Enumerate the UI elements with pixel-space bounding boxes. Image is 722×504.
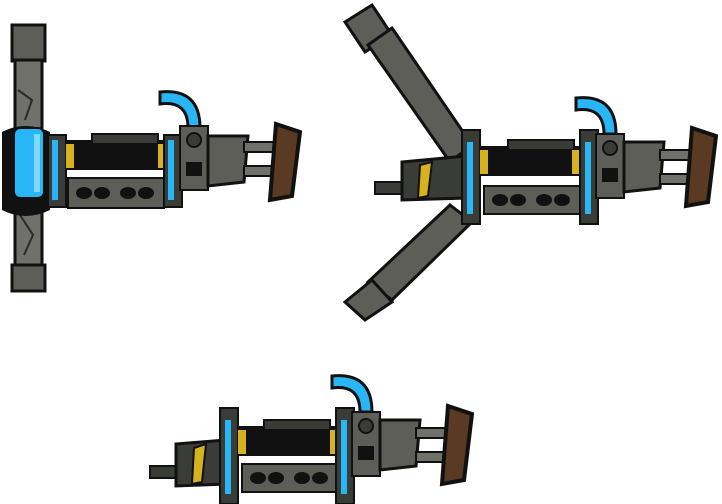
- gun-body-2: [374, 96, 719, 225]
- gun-body-1: [47, 90, 303, 209]
- gun-body-3: [149, 374, 475, 504]
- support-legs: [342, 2, 475, 322]
- cyan-tank: [2, 126, 50, 216]
